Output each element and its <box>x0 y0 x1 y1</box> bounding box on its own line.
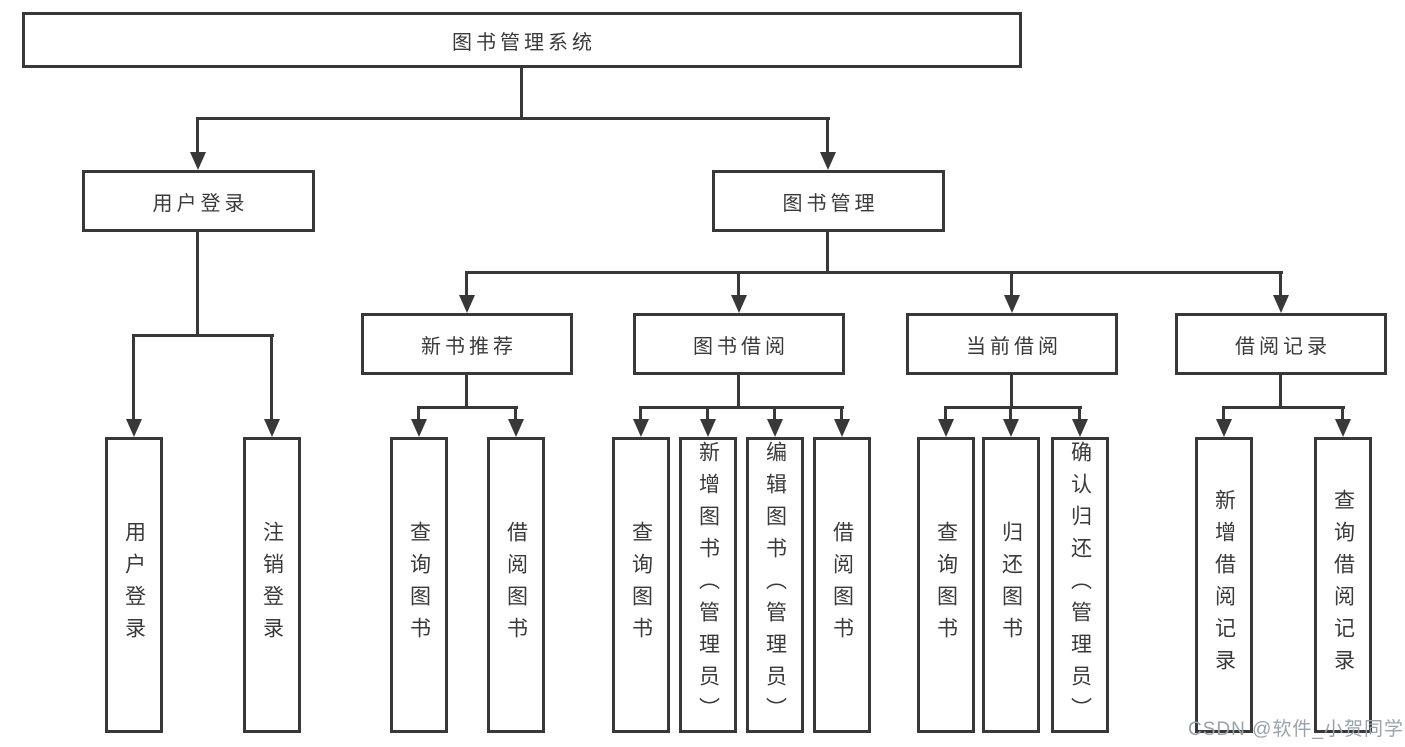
node-book-borrowing-label: 图书借阅 <box>693 335 789 358</box>
leaf-add-book-admin-label: 新增图书（管理员） <box>696 441 720 729</box>
arrow-down <box>508 419 524 437</box>
leaf-return-book-label: 归还图书 <box>999 521 1023 649</box>
connector-drop <box>840 406 843 422</box>
leaf-add-borrow-record-label: 新增借阅记录 <box>1212 489 1236 681</box>
leaf-query-books-current: 查询图书 <box>917 437 975 733</box>
arrow-down <box>1004 295 1020 313</box>
arrow-down <box>834 419 850 437</box>
connector-drop <box>737 271 740 297</box>
arrow-down <box>190 152 206 170</box>
connector-drop <box>270 334 273 421</box>
leaf-borrow-books-recommend-label: 借阅图书 <box>504 521 528 649</box>
arrow-down <box>1216 419 1232 437</box>
node-current-borrowing-label: 当前借阅 <box>966 335 1062 358</box>
arrow-down <box>938 419 954 437</box>
connector-drop <box>1078 406 1081 422</box>
leaf-edit-book-admin-label: 编辑图书（管理员） <box>763 441 787 729</box>
node-user-login-label: 用户登录 <box>152 192 249 215</box>
leaf-add-book-admin: 新增图书（管理员） <box>679 437 737 733</box>
arrow-down <box>1003 419 1019 437</box>
connector-drop <box>826 117 829 155</box>
connector-l2-rail <box>465 271 1283 274</box>
connector-drop <box>706 406 709 422</box>
node-borrow-records: 借阅记录 <box>1175 313 1387 375</box>
connector-drop <box>944 406 947 422</box>
arrow-down <box>264 419 280 437</box>
leaf-query-borrow-record-label: 查询借阅记录 <box>1331 489 1355 681</box>
watermark: CSDN @软件_小贺同学 <box>1188 719 1404 740</box>
connector-rail <box>417 406 518 409</box>
leaf-query-books-borrowing: 查询图书 <box>612 437 670 733</box>
leaf-borrow-books-label: 借阅图书 <box>830 521 854 649</box>
connector-trunk <box>1279 375 1282 409</box>
leaf-query-books-recommend-label: 查询图书 <box>407 521 431 649</box>
leaf-edit-book-admin: 编辑图书（管理员） <box>746 437 804 733</box>
arrow-down <box>1273 295 1289 313</box>
connector-rail <box>1222 406 1345 409</box>
node-root-label: 图书管理系统 <box>452 31 596 54</box>
arrow-down <box>731 295 747 313</box>
connector-rail <box>639 406 844 409</box>
leaf-user-login: 用户登录 <box>105 437 163 733</box>
leaf-confirm-return-admin-label: 确认归还（管理员） <box>1068 441 1092 729</box>
connector-drop <box>417 406 420 422</box>
leaf-query-books-borrowing-label: 查询图书 <box>629 521 653 649</box>
connector-drop <box>514 406 517 422</box>
node-new-book-recommend-label: 新书推荐 <box>421 335 517 358</box>
connector-drop <box>1010 271 1013 297</box>
connector-trunk <box>1010 375 1013 409</box>
connector-drop <box>196 117 199 155</box>
connector-trunk <box>737 375 740 409</box>
connector-drop <box>1009 406 1012 422</box>
arrow-down <box>1072 419 1088 437</box>
arrow-down <box>767 419 783 437</box>
leaf-logout: 注销登录 <box>243 437 301 733</box>
leaf-borrow-books: 借阅图书 <box>813 437 871 733</box>
node-book-management: 图书管理 <box>712 170 945 232</box>
node-borrow-records-label: 借阅记录 <box>1235 335 1331 358</box>
arrow-down <box>633 419 649 437</box>
leaf-borrow-books-recommend: 借阅图书 <box>487 437 545 733</box>
connector-drop <box>773 406 776 422</box>
connector-drop <box>1222 406 1225 422</box>
connector-drop <box>1279 271 1282 297</box>
leaf-confirm-return-admin: 确认归还（管理员） <box>1051 437 1109 733</box>
connector-trunk <box>826 232 829 273</box>
arrow-down <box>411 419 427 437</box>
connector-trunk <box>465 375 468 409</box>
arrow-down <box>820 152 836 170</box>
connector-drop <box>639 406 642 422</box>
arrow-down <box>459 295 475 313</box>
leaf-query-borrow-record: 查询借阅记录 <box>1314 437 1372 733</box>
connector-drop <box>465 271 468 297</box>
connector-rail <box>132 334 274 337</box>
node-current-borrowing: 当前借阅 <box>906 313 1118 375</box>
leaf-add-borrow-record: 新增借阅记录 <box>1195 437 1253 733</box>
connector-l1-rail <box>196 117 830 120</box>
node-book-management-label: 图书管理 <box>782 192 879 215</box>
arrow-down <box>700 419 716 437</box>
arrow-down <box>126 419 142 437</box>
arrow-down <box>1335 419 1351 437</box>
node-new-book-recommend: 新书推荐 <box>361 313 573 375</box>
connector-drop <box>1341 406 1344 422</box>
leaf-logout-label: 注销登录 <box>260 521 284 649</box>
node-root: 图书管理系统 <box>22 12 1022 68</box>
connector-rail <box>944 406 1082 409</box>
connector-trunk <box>196 232 199 336</box>
node-book-borrowing: 图书借阅 <box>633 313 845 375</box>
leaf-query-books-recommend: 查询图书 <box>390 437 448 733</box>
node-user-login: 用户登录 <box>82 170 315 232</box>
leaf-return-book: 归还图书 <box>982 437 1040 733</box>
leaf-user-login-label: 用户登录 <box>122 521 146 649</box>
connector-drop <box>132 334 135 421</box>
connector-root-trunk <box>520 68 523 118</box>
leaf-query-books-current-label: 查询图书 <box>934 521 958 649</box>
